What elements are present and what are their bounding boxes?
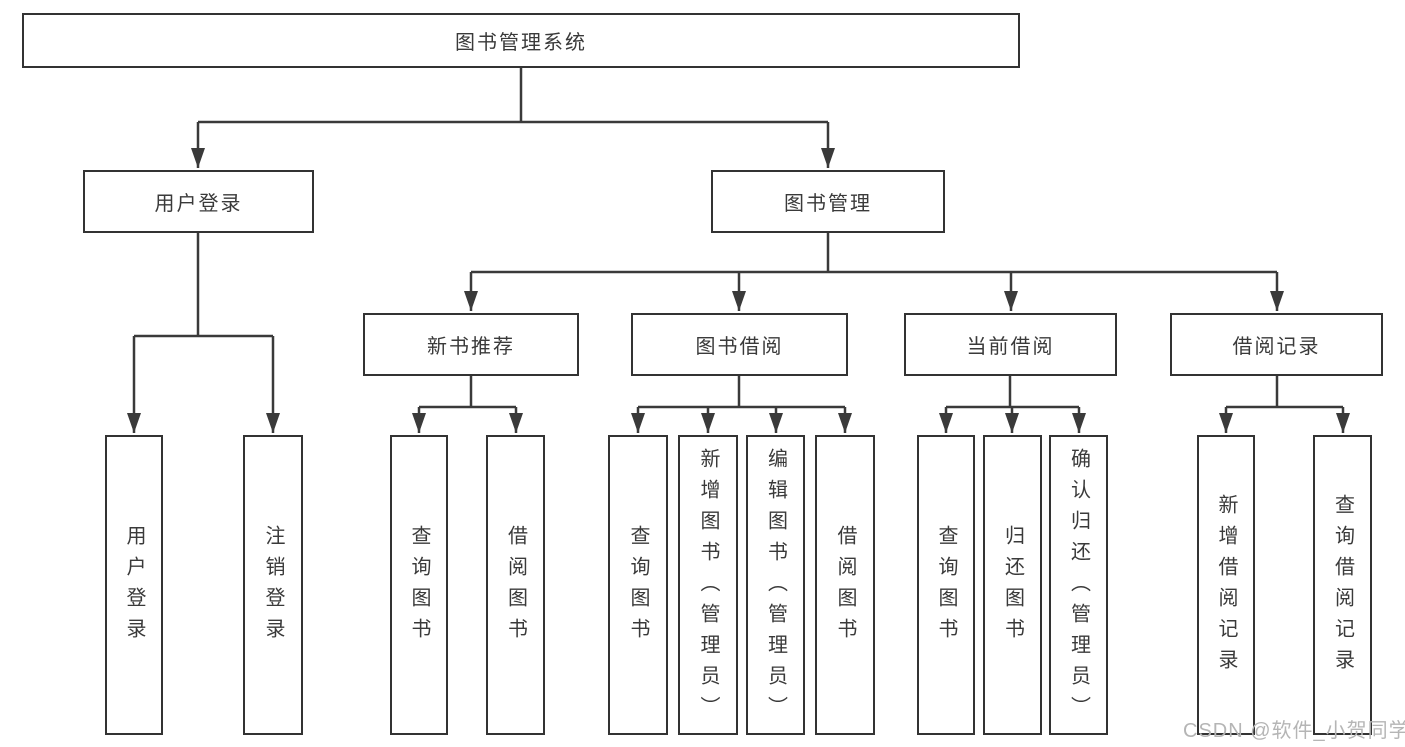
node-library-management-system: 图书管理系统 <box>22 13 1020 68</box>
leaf-add-borrow-record: 新增借阅记录 <box>1197 435 1255 735</box>
leaf-confirm-return-admin: 确认归还（管理员） <box>1049 435 1108 735</box>
connector-root-bus <box>198 68 828 124</box>
leaf-query-books-current: 查询图书 <box>917 435 975 735</box>
node-borrowing-records: 借阅记录 <box>1170 313 1383 376</box>
leaf-add-book-admin: 新增图书（管理员） <box>678 435 738 735</box>
connector-records-bus <box>1226 376 1343 409</box>
leaf-query-borrow-record: 查询借阅记录 <box>1313 435 1372 735</box>
leaf-query-books-borrowing: 查询图书 <box>608 435 668 735</box>
connector-book-mgmt-bus <box>471 233 1277 274</box>
csdn-watermark: CSDN @软件_小贺同学 <box>1183 720 1405 742</box>
node-book-management: 图书管理 <box>711 170 945 233</box>
node-current-borrowing: 当前借阅 <box>904 313 1117 376</box>
leaf-query-books-recommend: 查询图书 <box>390 435 448 735</box>
connector-current-borrow-bus <box>946 376 1079 409</box>
leaf-edit-book-admin: 编辑图书（管理员） <box>746 435 805 735</box>
leaf-logout: 注销登录 <box>243 435 303 735</box>
node-book-borrowing: 图书借阅 <box>631 313 848 376</box>
leaf-borrow-books-recommend: 借阅图书 <box>486 435 545 735</box>
connector-new-book-bus <box>419 376 516 409</box>
connector-user-login-bus <box>134 233 273 338</box>
node-new-book-recommend: 新书推荐 <box>363 313 579 376</box>
node-user-login: 用户登录 <box>83 170 314 233</box>
leaf-borrow-books-borrowing: 借阅图书 <box>815 435 875 735</box>
leaf-user-login: 用户登录 <box>105 435 163 735</box>
leaf-return-books: 归还图书 <box>983 435 1042 735</box>
connector-book-borrow-bus <box>638 376 845 409</box>
